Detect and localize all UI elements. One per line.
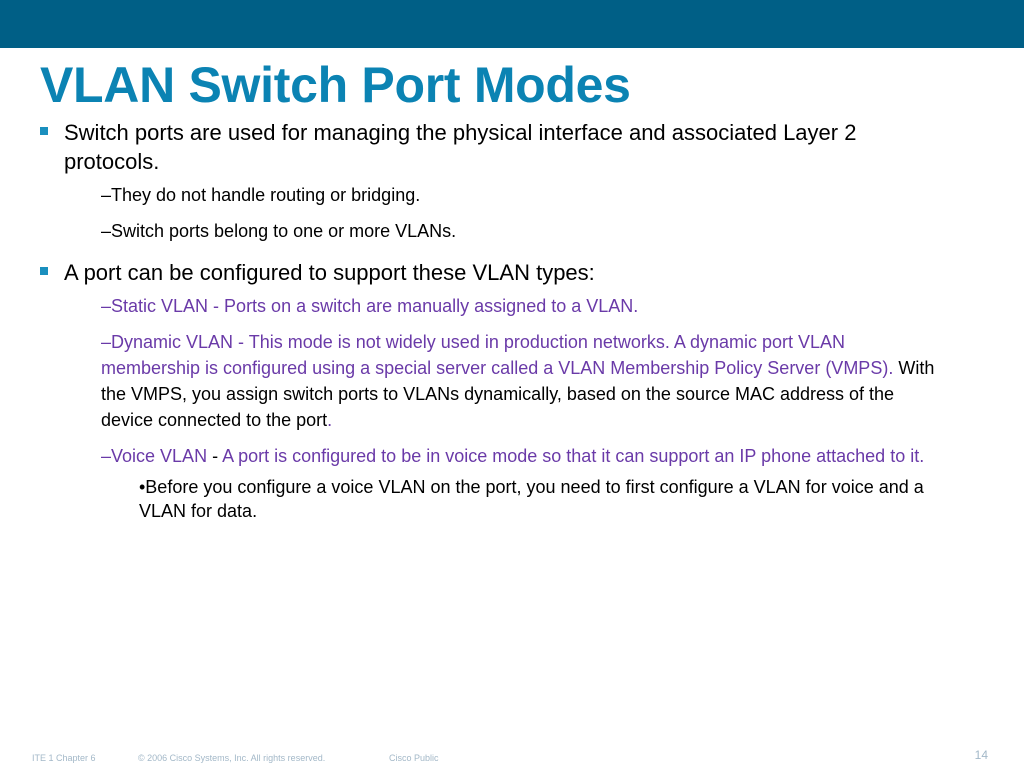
voice-vlan-dash: - bbox=[207, 446, 223, 466]
voice-vlan-label: –Voice VLAN bbox=[101, 446, 208, 466]
header-bar bbox=[0, 0, 1024, 48]
sub-bullet-vlans: –Switch ports belong to one or more VLAN… bbox=[101, 221, 457, 241]
square-bullet-icon bbox=[40, 267, 48, 275]
slide-content: Switch ports are used for managing the p… bbox=[40, 118, 940, 523]
dynamic-vlan-vmps: With the VMPS, you assign switch ports t… bbox=[101, 358, 935, 430]
dynamic-vlan-description: –Dynamic VLAN - This mode is not widely … bbox=[101, 332, 894, 378]
sub-bullet-dynamic-vlan: –Dynamic VLAN - This mode is not widely … bbox=[40, 329, 940, 433]
square-bullet-icon bbox=[40, 127, 48, 135]
bullet-text: A port can be configured to support thes… bbox=[64, 260, 595, 285]
voice-vlan-description: A port is configured to be in voice mode… bbox=[222, 446, 925, 466]
sub-bullet-static-vlan: –Static VLAN - Ports on a switch are man… bbox=[101, 296, 639, 316]
footer-classification: Cisco Public bbox=[389, 753, 439, 763]
sub-bullet-routing: –They do not handle routing or bridging. bbox=[101, 185, 421, 205]
slide-title: VLAN Switch Port Modes bbox=[40, 57, 631, 113]
page-number: 14 bbox=[974, 748, 988, 762]
bullet-switch-ports: Switch ports are used for managing the p… bbox=[40, 118, 940, 176]
footer-copyright: © 2006 Cisco Systems, Inc. All rights re… bbox=[138, 753, 326, 763]
footer-chapter: ITE 1 Chapter 6 bbox=[32, 753, 96, 763]
bullet-vlan-types: A port can be configured to support thes… bbox=[40, 258, 940, 287]
dynamic-vlan-period: . bbox=[327, 410, 333, 430]
bullet-text: Switch ports are used for managing the p… bbox=[64, 120, 857, 174]
voice-vlan-note: •Before you configure a voice VLAN on th… bbox=[139, 477, 924, 521]
sub-bullet-voice-vlan: –Voice VLAN - A port is configured to be… bbox=[40, 443, 940, 469]
